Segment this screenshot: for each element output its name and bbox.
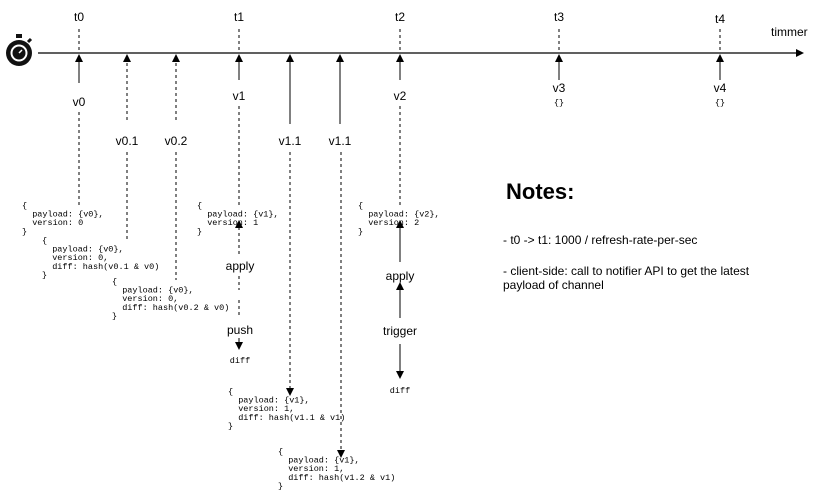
notes-title: Notes: (506, 179, 574, 204)
label-v3-payload: {} (554, 98, 564, 108)
payload-v0: { payload: {v0}, version: 0} (22, 201, 104, 237)
payload-v1.1-b: { payload: {v1}, version: 1, diff: hash(… (278, 447, 395, 491)
payload-line: payload: {v0}, (112, 286, 194, 296)
payload-v2: { payload: {v2}, version: 2} (358, 201, 440, 237)
payload-line: } (358, 227, 363, 237)
label-v0: v0 (73, 95, 86, 109)
label-v0.1: v0.1 (116, 134, 139, 148)
payload-line: } (228, 421, 233, 431)
action-trigger: trigger (383, 324, 417, 338)
time-ticks: t0 t1 t2 t3 t4 (74, 10, 725, 52)
tick-t0: t0 (74, 10, 84, 24)
payload-line: version: 1 (197, 218, 258, 228)
action-diff-1: diff (230, 356, 250, 366)
payload-line: version: 0, (42, 253, 108, 263)
label-v1.1-b: v1.1 (329, 134, 352, 148)
payload-line: diff: hash(v0.1 & v0) (42, 262, 159, 272)
payload-line: { (228, 387, 233, 397)
payload-line: { (197, 201, 202, 211)
payload-line: diff: hash(v0.2 & v0) (112, 303, 229, 313)
notes-panel: Notes: - t0 -> t1: 1000 / refresh-rate-p… (503, 179, 750, 292)
label-v1.1-a: v1.1 (279, 134, 302, 148)
payload-line: version: 0 (22, 218, 83, 228)
version-labels: v0 v0.1 v0.2 v1 v1.1 v1.1 v2 v3 {} v4 {} (73, 81, 727, 148)
label-v3: v3 (553, 81, 566, 95)
stopwatch-icon (6, 34, 33, 66)
payload-line: version: 1, (228, 404, 294, 414)
payload-line: diff: hash(v1.2 & v1) (278, 473, 395, 483)
payload-line: { (112, 277, 117, 287)
payload-line: { (42, 236, 47, 246)
payload-line: { (358, 201, 363, 211)
payload-v0.2: { payload: {v0}, version: 0, diff: hash(… (112, 277, 229, 321)
payload-line: } (22, 227, 27, 237)
tick-t1: t1 (234, 10, 244, 24)
payload-line: } (197, 227, 202, 237)
tick-t4: t4 (715, 12, 725, 26)
version-arrows (75, 54, 724, 124)
payload-line: version: 2 (358, 218, 419, 228)
payload-line: payload: {v0}, (22, 210, 104, 220)
action-apply-1: apply (226, 259, 255, 273)
notes-line-1: - t0 -> t1: 1000 / refresh-rate-per-sec (503, 233, 697, 247)
payload-line: payload: {v1}, (228, 396, 310, 406)
payload-blocks: { payload: {v0}, version: 0} { payload: … (22, 201, 440, 491)
tick-t2: t2 (395, 10, 405, 24)
label-v4-payload: {} (715, 98, 725, 108)
payload-line: diff: hash(v1.1 & v1) (228, 413, 345, 423)
label-v4: v4 (714, 81, 727, 95)
payload-line: version: 0, (112, 294, 178, 304)
payload-line: } (112, 311, 117, 321)
timeline-axis-label: timmer (771, 25, 808, 39)
action-apply-2: apply (386, 269, 415, 283)
label-v2: v2 (394, 89, 407, 103)
payload-line: payload: {v0}, (42, 245, 124, 255)
label-v0.2: v0.2 (165, 134, 188, 148)
payload-line: version: 1, (278, 464, 344, 474)
action-diff-2: diff (390, 386, 410, 396)
payload-v1: { payload: {v1}, version: 1} (197, 201, 279, 237)
payload-line: } (42, 270, 47, 280)
label-v1: v1 (233, 89, 246, 103)
payload-line: payload: {v1}, (197, 210, 279, 220)
payload-v1.1-a: { payload: {v1}, version: 1, diff: hash(… (228, 387, 345, 431)
action-push: push (227, 323, 253, 337)
payload-line: payload: {v2}, (358, 210, 440, 220)
tick-t3: t3 (554, 10, 564, 24)
payload-line: payload: {v1}, (278, 456, 360, 466)
notes-line-2: - client-side: call to notifier API to g… (503, 264, 750, 278)
payload-line: } (278, 481, 283, 491)
payload-line: { (22, 201, 27, 211)
v2-flow: apply trigger diff (383, 220, 417, 396)
v1-flow: apply push diff (226, 220, 255, 366)
payload-line: { (278, 447, 283, 457)
payload-connectors (78, 106, 401, 458)
notes-line-3: payload of channel (503, 278, 604, 292)
payload-v0.1: { payload: {v0}, version: 0, diff: hash(… (42, 236, 159, 280)
